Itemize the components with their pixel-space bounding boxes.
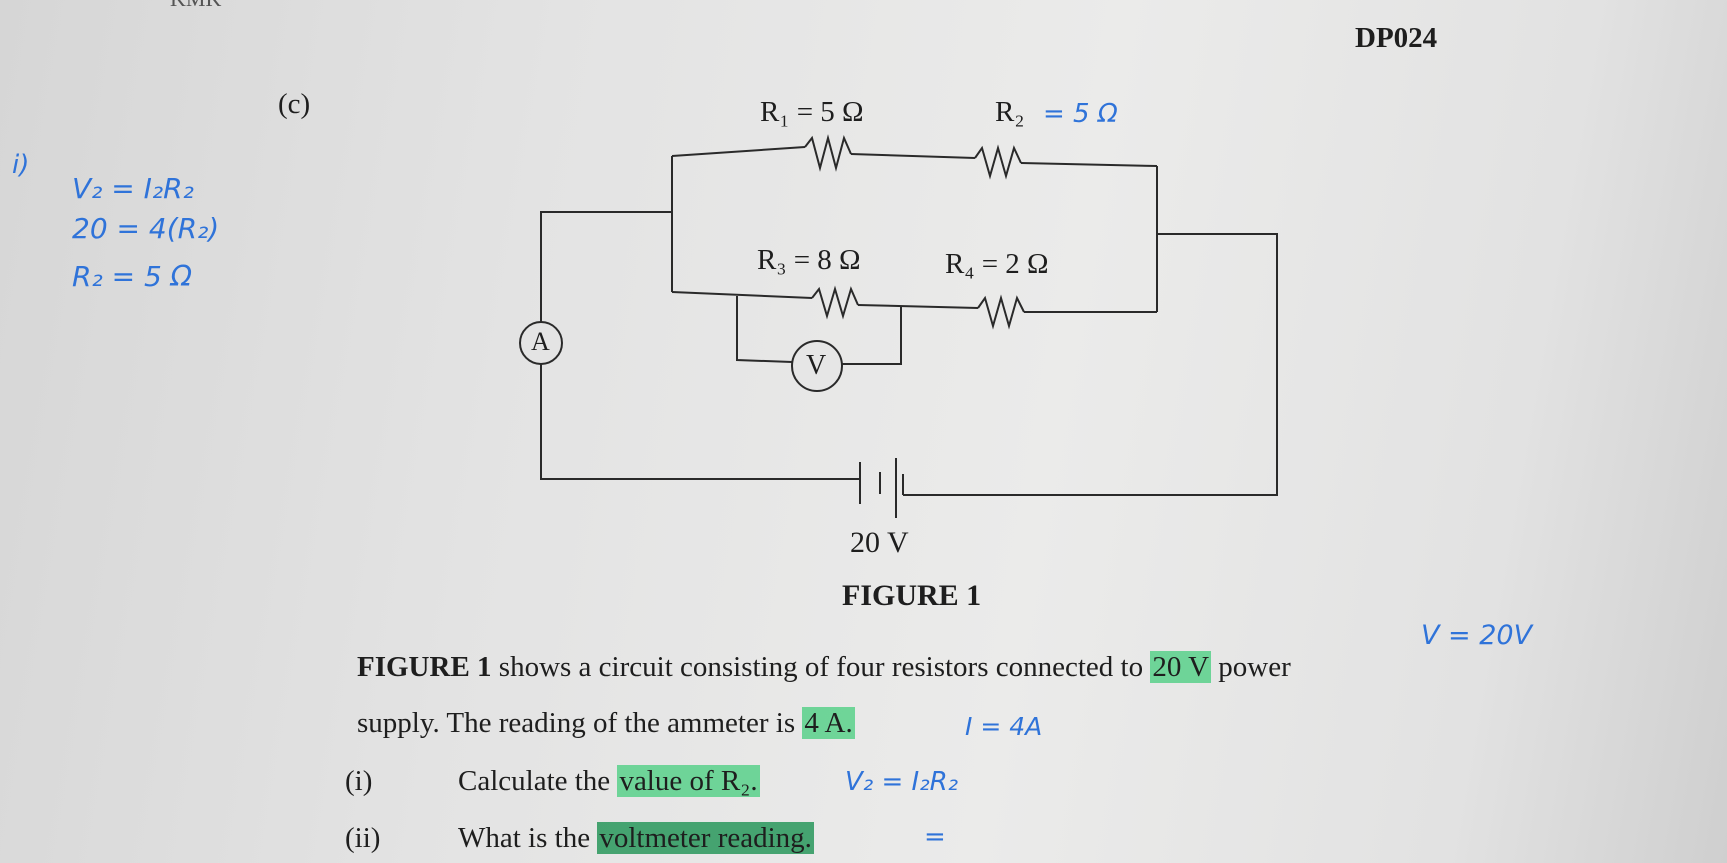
resistor-r3 <box>811 285 859 320</box>
r1-label: R₁ = 5 Ω <box>760 96 864 128</box>
paragraph-line-2: supply. The reading of the ammeter is 4 … <box>357 707 855 740</box>
cropped-header-text: KMK <box>170 0 221 12</box>
question-ii-start: What is the <box>458 822 598 854</box>
question-ii-text: What is the voltmeter reading. <box>458 822 814 855</box>
equals-note: = <box>924 822 946 852</box>
v2-note: V₂ = I₂R₂ <box>845 767 959 797</box>
working-line-2: 20 = 4(R₂) <box>72 212 220 245</box>
current-note: I = 4A <box>965 712 1043 741</box>
working-line-1: V₂ = I₂R₂ <box>72 172 194 205</box>
highlight-value-r2: value of R₂. <box>617 765 760 797</box>
r2-label: R₂ <box>995 96 1025 128</box>
question-label: (c) <box>278 88 311 120</box>
working-line-3: R₂ = 5 Ω <box>72 260 193 293</box>
para-1-end: power <box>1211 651 1291 683</box>
resistor-r1 <box>804 134 852 172</box>
resistor-r2 <box>974 144 1022 180</box>
highlight-20v: 20 V <box>1150 651 1212 683</box>
part-marker: i) <box>12 150 30 180</box>
r3-label: R₃ = 8 Ω <box>757 244 861 276</box>
wire-right <box>903 233 1278 496</box>
highlight-4a: 4 A. <box>802 707 855 739</box>
question-i-text: Calculate the value of R₂. <box>458 765 760 798</box>
highlight-voltmeter: voltmeter reading. <box>597 822 814 854</box>
ammeter-label: A <box>531 327 550 356</box>
question-i-start: Calculate the <box>458 765 618 797</box>
ammeter-circle <box>519 321 563 365</box>
supply-voltage-label: 20 V <box>850 526 909 559</box>
resistor-r4 <box>977 294 1025 330</box>
question-ii-number: (ii) <box>345 822 381 854</box>
para-2-text: supply. The reading of the ammeter is <box>357 707 803 739</box>
voltmeter-wire-left <box>736 296 793 363</box>
r4-label: R₄ = 2 Ω <box>945 248 1049 280</box>
para-1-text: shows a circuit consisting of four resis… <box>491 651 1151 683</box>
voltmeter-circle <box>791 340 843 392</box>
wire-left <box>540 211 672 322</box>
figure-ref: FIGURE 1 <box>357 651 492 683</box>
voltage-note: V = 20V <box>1421 620 1533 651</box>
voltmeter-wire-right <box>842 306 902 365</box>
r2-handwritten-value: = 5 Ω <box>1043 99 1118 129</box>
wire-left-lower <box>540 364 860 480</box>
paragraph-line-1: FIGURE 1 shows a circuit consisting of f… <box>357 651 1291 684</box>
voltmeter-label: V <box>806 350 827 381</box>
document-code: DP024 <box>1355 22 1438 54</box>
figure-caption: FIGURE 1 <box>842 579 982 612</box>
question-i-number: (i) <box>345 765 373 797</box>
